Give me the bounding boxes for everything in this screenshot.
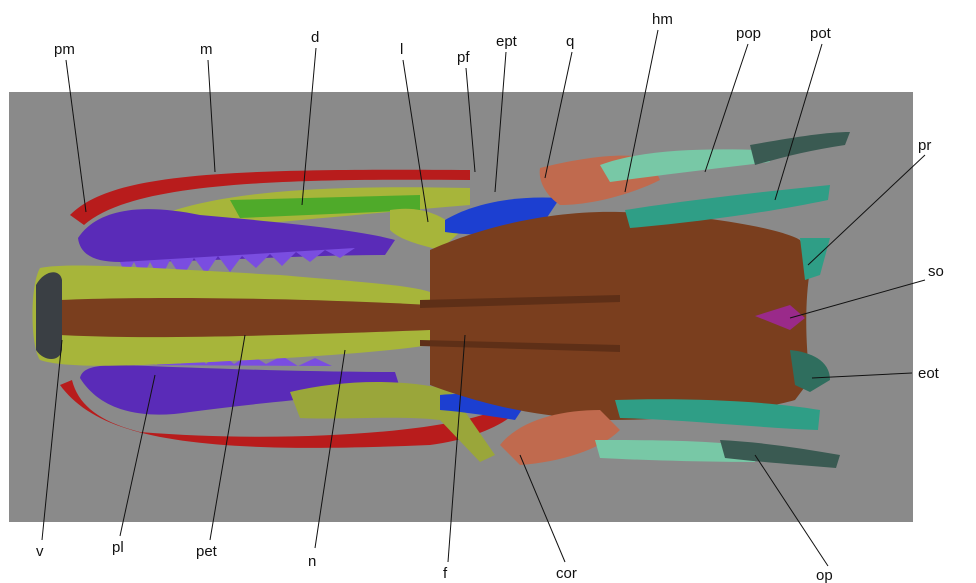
label-ept: ept: [496, 33, 518, 50]
label-l: l: [400, 41, 403, 58]
label-n: n: [308, 553, 316, 570]
label-cor: cor: [556, 565, 577, 582]
label-f: f: [443, 565, 448, 582]
label-pm: pm: [54, 41, 75, 58]
label-pot: pot: [810, 25, 832, 42]
label-op: op: [816, 567, 833, 583]
label-v: v: [36, 543, 44, 560]
label-pet: pet: [196, 543, 218, 560]
vomer-tip: [36, 272, 62, 359]
label-pr: pr: [918, 137, 931, 154]
label-q: q: [566, 33, 574, 50]
neurocranium: [430, 212, 810, 420]
label-pf: pf: [457, 49, 470, 66]
label-d: d: [311, 29, 319, 46]
label-so: so: [928, 263, 944, 280]
label-m: m: [200, 41, 213, 58]
parasphenoid: [53, 298, 431, 337]
label-pop: pop: [736, 25, 761, 42]
label-hm: hm: [652, 11, 673, 28]
label-pl: pl: [112, 539, 124, 556]
label-eot: eot: [918, 365, 940, 382]
